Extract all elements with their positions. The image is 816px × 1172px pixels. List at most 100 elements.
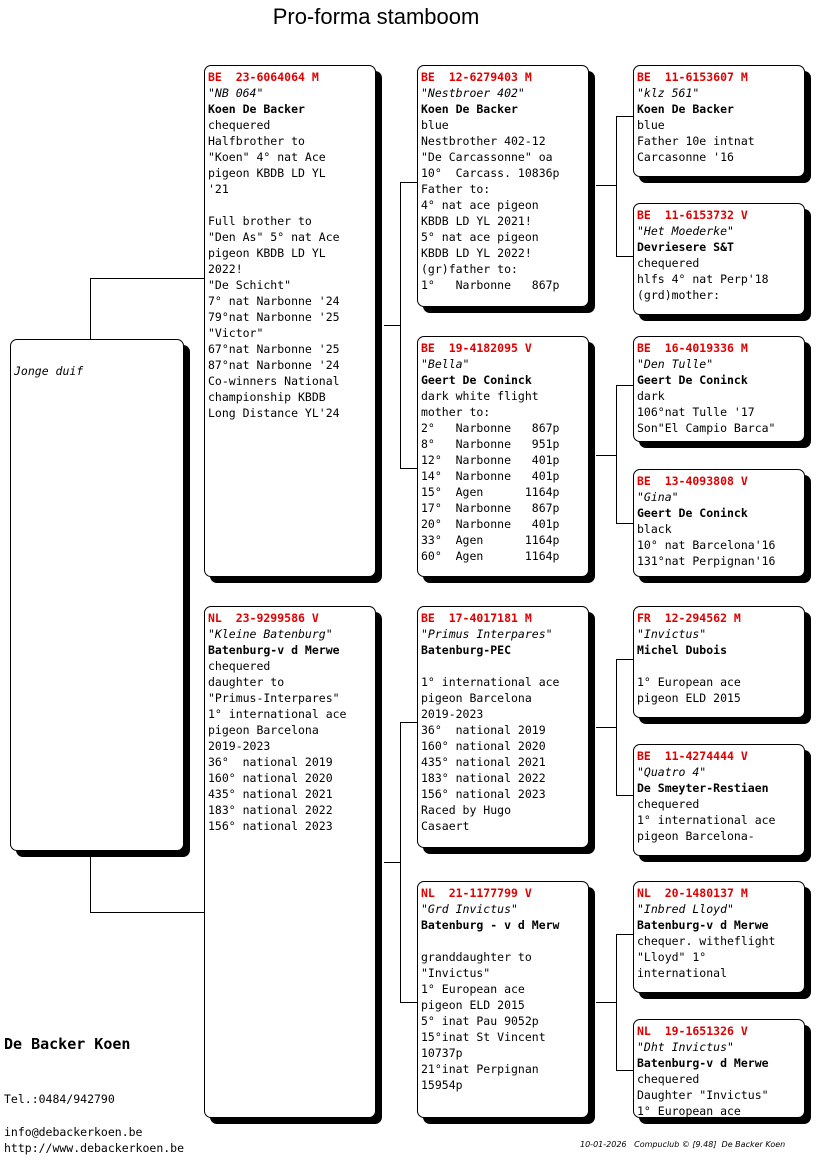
info-line: (grd)mother: xyxy=(637,288,721,302)
info-line: Father to: xyxy=(421,182,491,196)
info-line: pigeon Barcelona xyxy=(208,723,319,737)
ring-number: NL 21-1177799 V xyxy=(421,886,532,900)
info-line: "Lloyd" 1° xyxy=(637,950,707,964)
info-line: 156° national 2023 xyxy=(208,819,333,833)
info-line: 1° European ace xyxy=(637,1104,741,1118)
info-line: Full brother to xyxy=(208,214,312,228)
pigeon-name: "NB 064" xyxy=(208,86,264,100)
info-line: 160° national 2020 xyxy=(421,739,546,753)
owner-name: De Smeyter-Restiaen xyxy=(637,781,769,795)
info-line: granddaughter to xyxy=(421,950,532,964)
info-line: blue xyxy=(637,118,665,132)
info-line: pigeon KBDB LD YL xyxy=(208,166,326,180)
dam-sire-card[interactable]: BE 17-4017181 M"Primus Interpares"Batenb… xyxy=(417,606,589,848)
connector-line xyxy=(616,523,633,524)
info-line xyxy=(421,658,585,674)
connector-line xyxy=(400,468,417,469)
info-line: (gr)father to: xyxy=(421,262,518,276)
sire-sire-dam-card[interactable]: BE 11-6153732 V "Het Moederke" Devriesere … xyxy=(633,203,805,315)
info-line: 131°nat Perpignan'16 xyxy=(637,554,776,568)
owner-name: Geert De Coninck xyxy=(421,373,532,387)
pigeon-name: "Het Moederke" xyxy=(637,224,734,238)
dam-dam-sire-card[interactable]: NL 20-1480137 M"Inbred Lloyd"Batenburg-v… xyxy=(633,881,805,993)
breeder-website[interactable]: http://www.debackerkoen.be xyxy=(4,1141,185,1155)
owner-name: Devriesere S&T xyxy=(637,240,734,254)
dam-card[interactable]: NL 23-9299586 V"Kleine Batenburg"Batenbu… xyxy=(204,606,376,1118)
info-line: pigeon Barcelona xyxy=(421,691,532,705)
info-line xyxy=(208,197,372,213)
dam-dam-dam-card[interactable]: NL 19-1651326 V"Dht Invictus"Batenburg-v… xyxy=(633,1019,805,1118)
info-line: "Victor" xyxy=(208,326,264,340)
info-line: KBDB LD YL 2021! xyxy=(421,214,532,228)
info-line: "Primus-Interpares" xyxy=(208,691,340,705)
pigeon-name: "Quatro 4" xyxy=(637,765,707,779)
owner-name: Batenburg - v d Merw xyxy=(421,918,560,932)
info-line: mother to: xyxy=(421,405,491,419)
connector-line xyxy=(400,1002,417,1003)
connector-line xyxy=(596,185,617,186)
subject-card[interactable]: Jonge duif xyxy=(10,339,184,851)
pigeon-name: "Invictus" xyxy=(637,627,707,641)
info-line: 1° Narbonne 867p xyxy=(421,278,560,292)
info-line: 2019-2023 xyxy=(208,739,271,753)
info-line: daughter to xyxy=(208,675,285,689)
info-line xyxy=(421,933,585,949)
connector-line xyxy=(384,862,401,863)
info-line: 4° nat ace pigeon xyxy=(421,198,539,212)
sire-dam-sire-card[interactable]: BE 16-4019336 M"Den Tulle"Geert De Conin… xyxy=(633,336,805,442)
pigeon-name: "Bella" xyxy=(421,357,470,371)
connector-line xyxy=(616,934,617,1070)
info-line: 10° nat Barcelona'16 xyxy=(637,538,776,552)
info-line: 1° international ace xyxy=(208,707,347,721)
info-line: hlfs 4° nat Perp'18 xyxy=(637,272,769,286)
info-line: 21°inat Perpignan xyxy=(421,1062,539,1076)
info-line: 67°nat Narbonne '25 xyxy=(208,342,340,356)
info-line: 156° national 2023 xyxy=(421,787,546,801)
info-line: 5° nat ace pigeon xyxy=(421,230,539,244)
info-line: 1° European ace xyxy=(421,982,525,996)
page-title: Pro-forma stamboom xyxy=(272,4,480,29)
info-line: Nestbrother 402-12 xyxy=(421,134,546,148)
pigeon-name: "Nestbroer 402" xyxy=(421,86,525,100)
info-line: chequered xyxy=(637,256,700,270)
owner-name: Koen De Backer xyxy=(637,102,734,116)
breeder-email[interactable]: info@debackerkoen.be xyxy=(4,1125,143,1139)
ring-number: FR 12-294562 M xyxy=(637,611,741,625)
connector-line xyxy=(90,912,204,913)
ring-number: BE 17-4017181 M xyxy=(421,611,532,625)
info-line: black xyxy=(637,522,672,536)
info-line: 106°nat Tulle '17 xyxy=(637,405,755,419)
connector-line xyxy=(616,385,633,386)
ring-number: BE 23-6064064 M xyxy=(208,70,319,84)
ring-number: BE 11-6153732 V xyxy=(637,208,748,222)
info-line: chequered xyxy=(208,659,271,673)
info-line: 2019-2023 xyxy=(421,707,484,721)
pigeon-name: "Den Tulle" xyxy=(637,357,714,371)
info-line: pigeon Barcelona- xyxy=(637,829,755,843)
info-line: dark white flight xyxy=(421,389,539,403)
dam-dam-card[interactable]: NL 21-1177799 V"Grd Invictus"Batenburg -… xyxy=(417,881,589,1118)
info-line: Raced by Hugo xyxy=(421,803,512,817)
dam-sire-dam-card[interactable]: BE 11-4274444 V"Quatro 4"De Smeyter-Rest… xyxy=(633,744,805,856)
info-line: "Invictus" xyxy=(421,966,491,980)
subject-name: Jonge duif xyxy=(14,364,84,378)
info-line: 2022! xyxy=(208,262,243,276)
sire-sire-card[interactable]: BE 12-6279403 M"Nestbroer 402"Koen De Ba… xyxy=(417,65,589,307)
connector-line xyxy=(596,727,617,728)
info-line: Long Distance YL'24 xyxy=(208,406,340,420)
info-line: blue xyxy=(421,118,449,132)
owner-name: Koen De Backer xyxy=(208,102,305,116)
info-line: 87°nat Narbonne '24 xyxy=(208,358,340,372)
connector-line xyxy=(616,256,633,257)
pigeon-name: "Dht Invictus" xyxy=(637,1040,734,1054)
pigeon-name: "klz 561" xyxy=(637,86,700,100)
info-line: Casaert xyxy=(421,819,470,833)
software-credit: Compuclub © [9.48] De Backer Koen xyxy=(634,1140,786,1149)
info-line: 183° national 2022 xyxy=(208,803,333,817)
info-line: 183° national 2022 xyxy=(421,771,546,785)
